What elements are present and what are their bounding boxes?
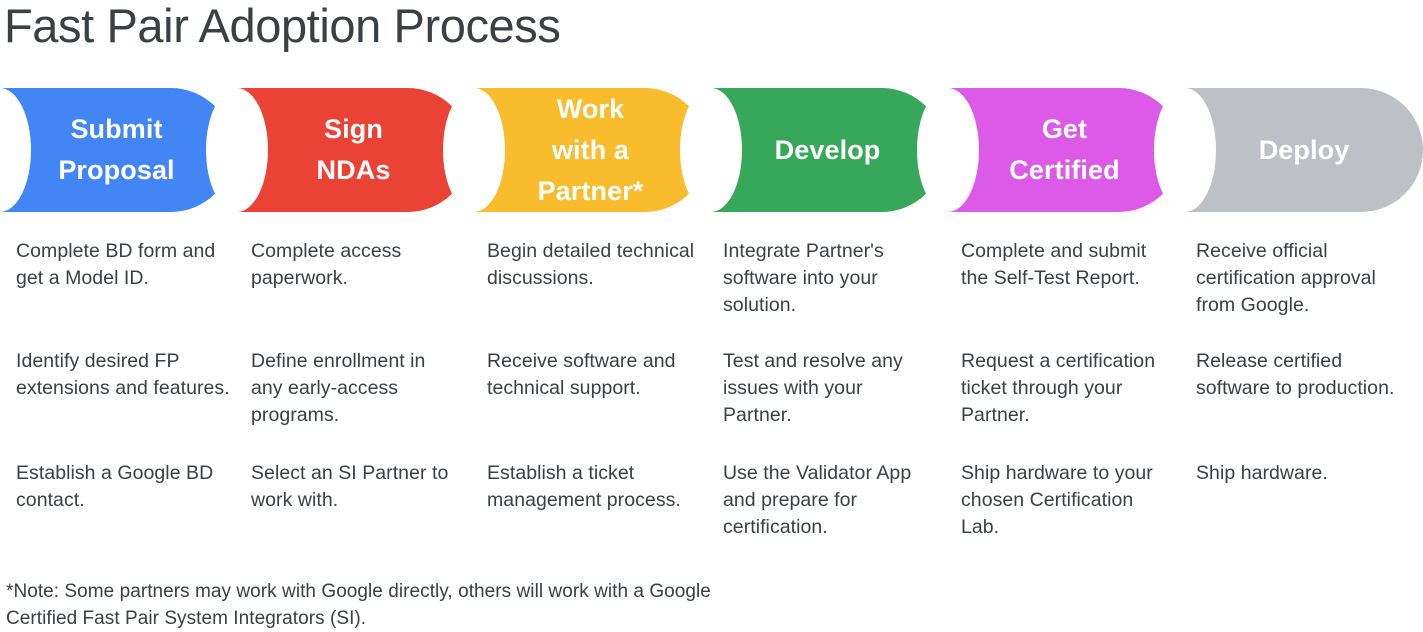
detail-item: Select an SI Partner to work with.	[251, 462, 449, 511]
stage-shape-submit-proposal	[0, 88, 233, 212]
detail-item: Integrate Partner's software into your s…	[723, 240, 884, 316]
stage-notch-work-with-a-partner	[443, 88, 505, 212]
stage-label-sign-ndas: Sign NDAs	[316, 114, 391, 185]
footnote-note: *Note: Some partners may work with Googl…	[6, 581, 711, 629]
stage-develop[interactable]: Develop	[680, 88, 944, 212]
detail-item: Begin detailed technical discussions.	[487, 240, 695, 289]
stage-shape-develop	[711, 88, 944, 212]
detail-item: Identify desired FP extensions and featu…	[16, 350, 230, 399]
stage-submit-proposal[interactable]: Submit Proposal	[0, 88, 233, 212]
detail-item: Complete and submit the Self-Test Report…	[961, 240, 1147, 289]
stage-notch-get-certified	[917, 88, 979, 212]
detail-item: Request a certification ticket through y…	[961, 350, 1156, 426]
detail-item: Test and resolve any issues with your Pa…	[723, 350, 903, 426]
stage-label-deploy: Deploy	[1258, 134, 1350, 165]
process-stage-band: Submit Proposal Sign NDAs Work with a Part…	[0, 88, 1423, 212]
stage-shape-get-certified	[948, 88, 1181, 212]
detail-item: Release certified software to production…	[1196, 350, 1395, 399]
stage-sign-ndas[interactable]: Sign NDAs	[206, 88, 470, 212]
stage-shape-work-with-a-partner	[474, 88, 707, 212]
detail-item: Define enrollment in any early-access pr…	[251, 350, 426, 426]
stage-label-work-with-a-partner: Work with a Partner*	[537, 93, 644, 206]
stage-notch-develop	[680, 88, 742, 212]
stage-label-develop: Develop	[774, 134, 881, 165]
stage-work-with-a-partner[interactable]: Work with a Partner*	[443, 88, 707, 212]
detail-item: Complete access paperwork.	[251, 240, 402, 289]
stage-deploy[interactable]: Deploy	[1154, 88, 1423, 212]
detail-item: Complete BD form and get a Model ID.	[16, 240, 216, 289]
detail-item: Ship hardware to your chosen Certificati…	[961, 462, 1153, 538]
stage-notch-deploy	[1154, 88, 1216, 212]
detail-item: Receive official certification approval …	[1196, 240, 1376, 316]
detail-item: Establish a Google BD contact.	[16, 462, 214, 511]
stage-label-get-certified: Get Certified	[1009, 114, 1120, 185]
stage-shape-sign-ndas	[237, 88, 470, 212]
detail-item: Use the Validator App and prepare for ce…	[723, 462, 912, 538]
detail-item: Ship hardware.	[1196, 462, 1328, 484]
detail-item: Establish a ticket management process.	[487, 462, 681, 511]
stage-label-submit-proposal: Submit Proposal	[58, 114, 175, 185]
detail-item: Receive software and technical support.	[487, 350, 676, 399]
page-title: Fast Pair Adoption Process	[4, 0, 561, 52]
stage-notch-sign-ndas	[206, 88, 268, 212]
stage-get-certified[interactable]: Get Certified	[917, 88, 1181, 212]
stage-shape-deploy	[1185, 88, 1423, 212]
